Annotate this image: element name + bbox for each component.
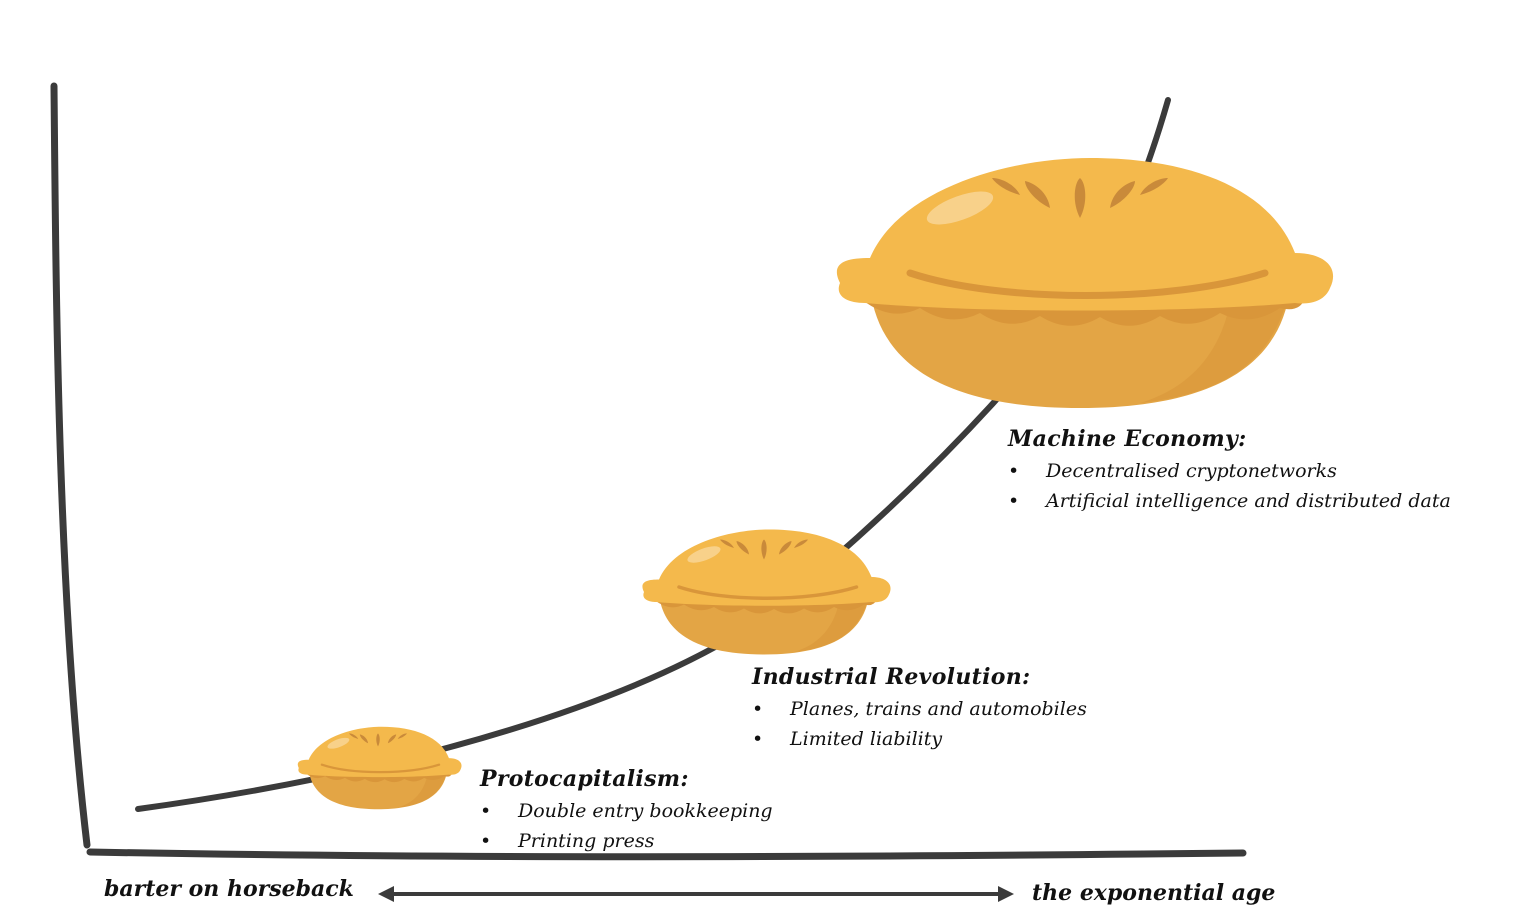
stage-items: •Double entry bookkeeping •Printing pres… [480,796,773,856]
list-item: •Limited liability [752,728,943,750]
pie-icon [640,527,893,657]
stage-title: Industrial Revolution: [752,664,1031,690]
stage-title: Protocapitalism: [480,766,689,792]
stage-industrial-revolution: Industrial Revolution: •Planes, trains a… [752,664,1087,754]
axis-left-label: barter on horseback [104,876,354,902]
stage-items: •Decentralised cryptonetworks •Artificia… [1008,456,1451,516]
x-axis [86,848,1247,861]
stage-protocapitalism: Protocapitalism: •Double entry bookkeepi… [480,766,773,856]
y-axis [50,82,91,849]
stage-items: •Planes, trains and automobiles •Limited… [752,694,1087,754]
list-item: •Decentralised cryptonetworks [1008,460,1337,482]
list-item: •Printing press [480,830,655,852]
pie-icon [296,725,463,811]
list-item: •Double entry bookkeeping [480,800,773,822]
pie-icon [837,158,1333,408]
list-item: •Artificial intelligence and distributed… [1008,490,1451,512]
stage-title: Machine Economy: [1008,426,1247,452]
list-item: •Planes, trains and automobiles [752,698,1087,720]
stage-machine-economy: Machine Economy: •Decentralised cryptone… [1008,426,1451,516]
timeline-arrow [378,886,1014,902]
axis-right-label: the exponential age [1032,880,1276,906]
